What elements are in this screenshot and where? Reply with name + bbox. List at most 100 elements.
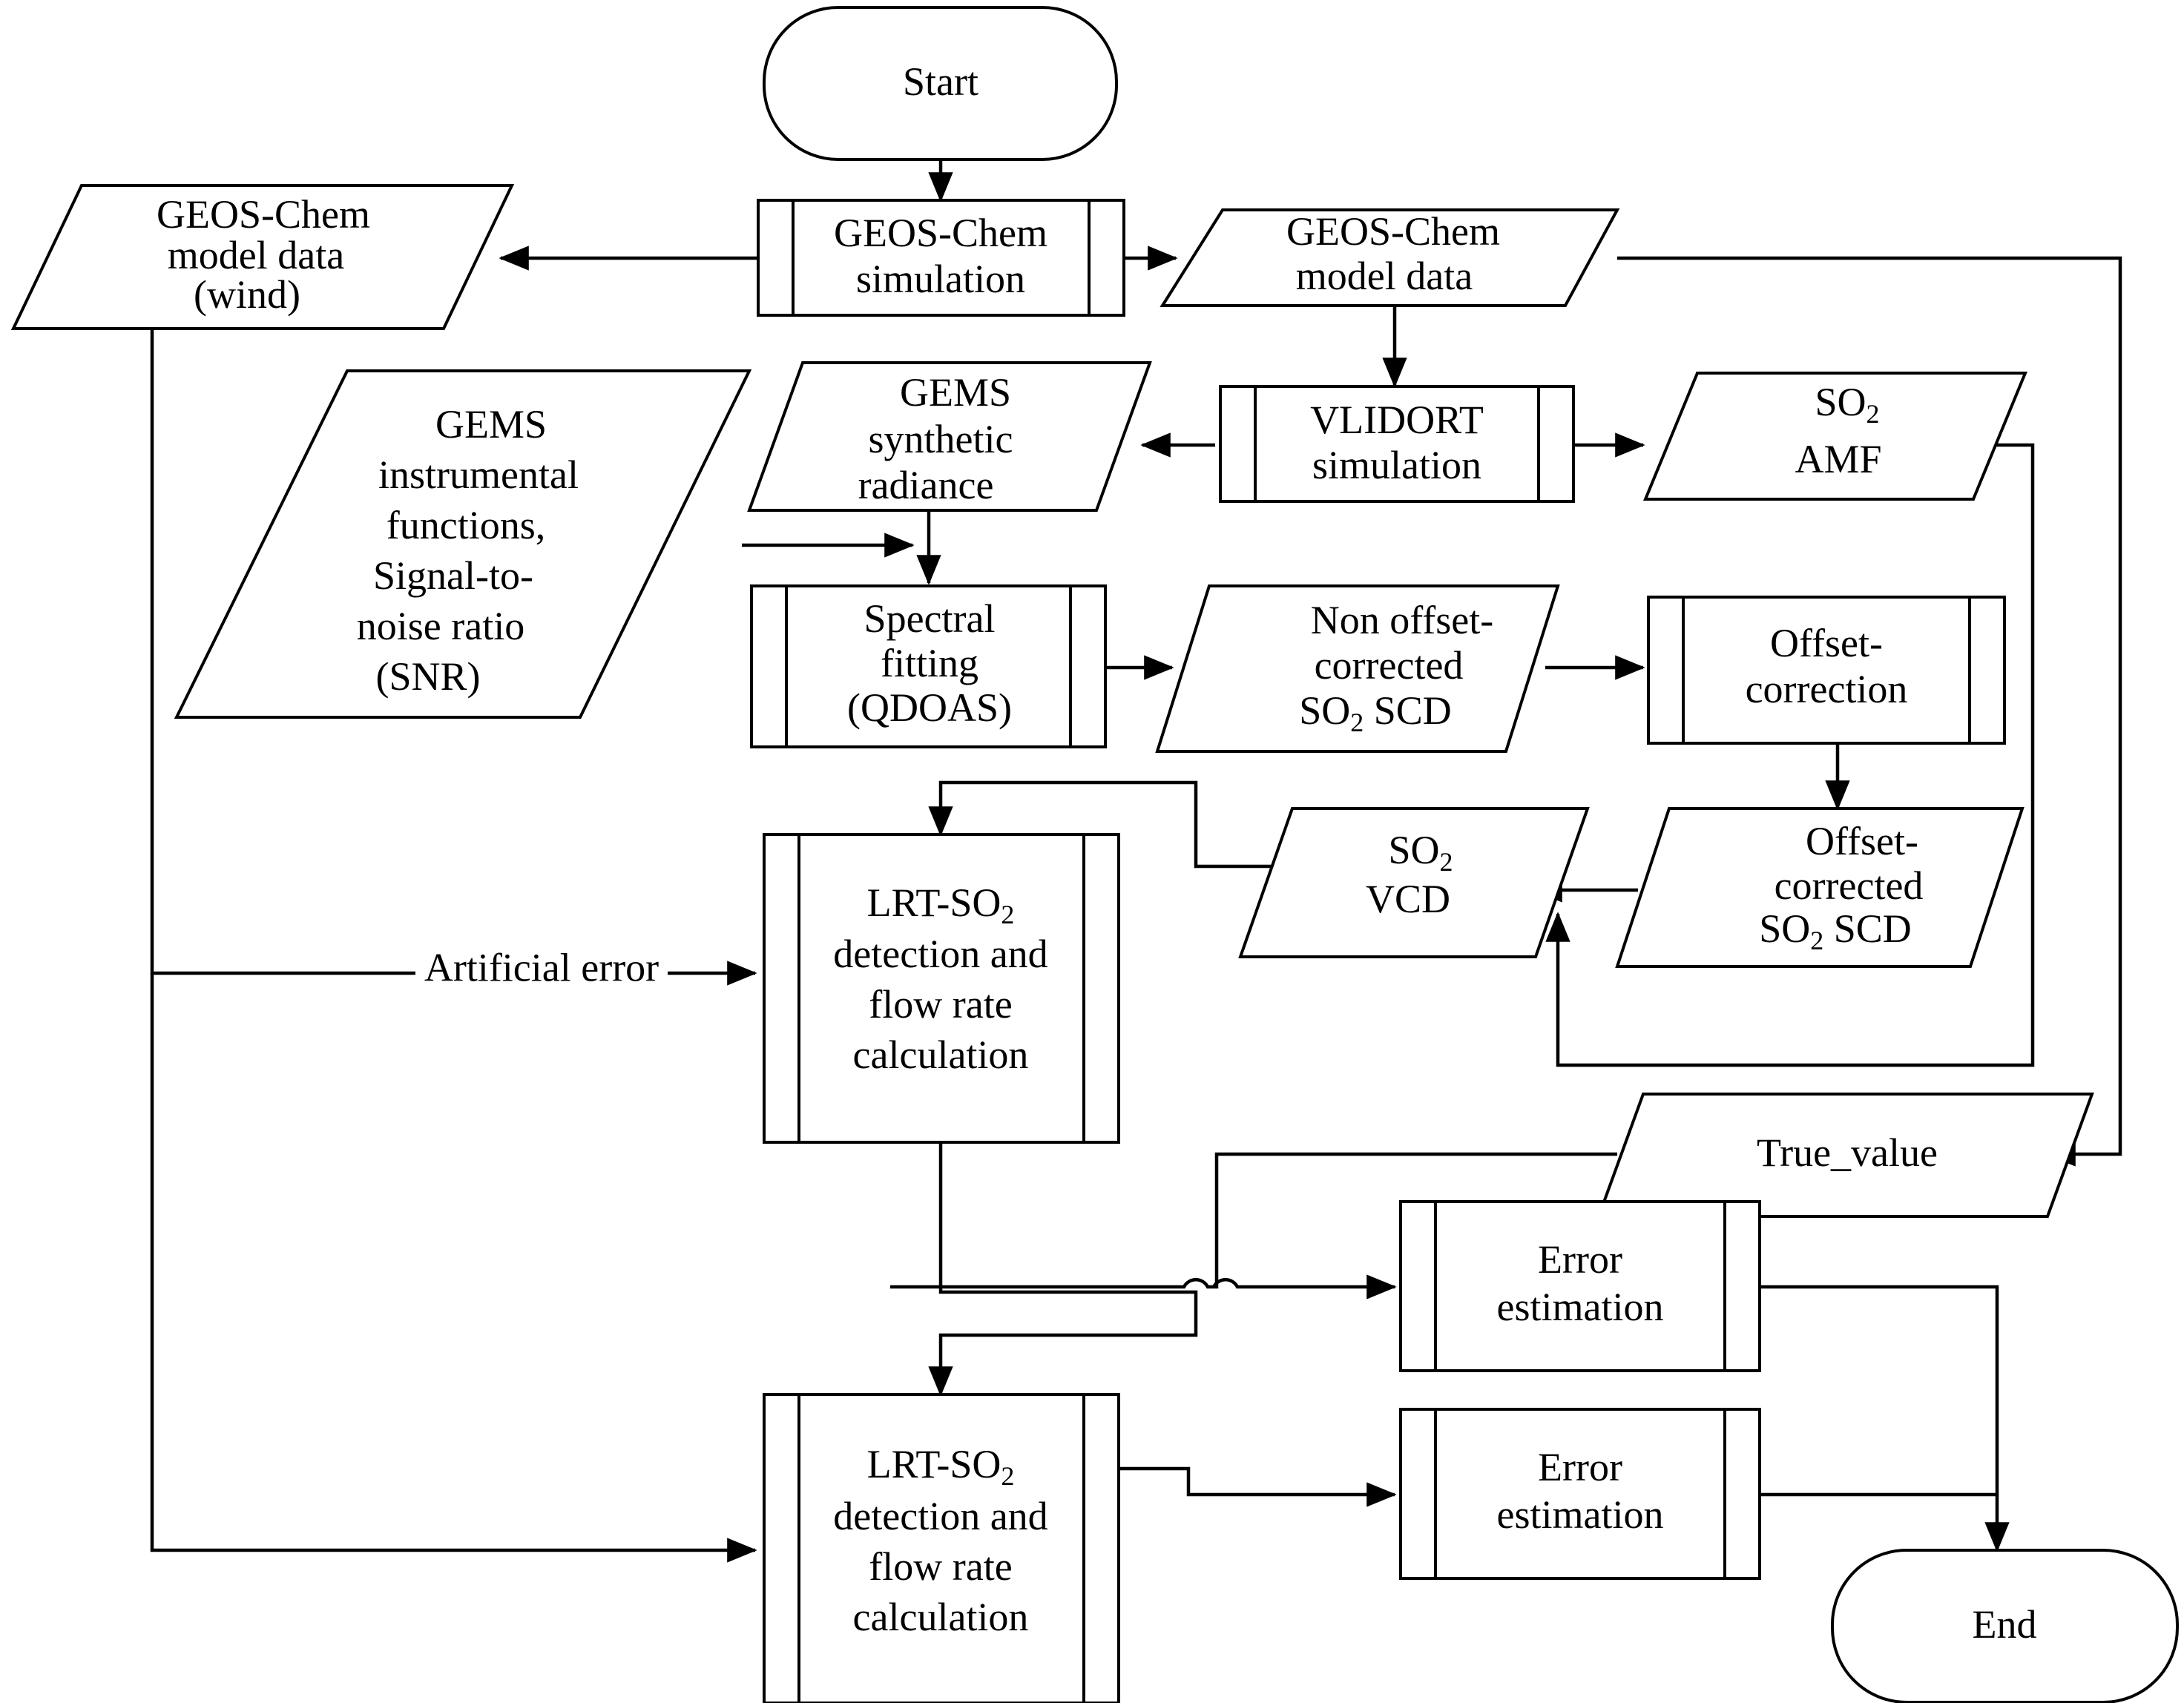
edge-true-value-hop-to-error-top	[1212, 1274, 1397, 1300]
node-error-est-top-label: Error	[1538, 1237, 1622, 1282]
edge-so2-vcd-to-lrt-top	[928, 780, 1332, 869]
node-geos-chem-model-data-wind[interactable]: GEOS-Chem model data (wind)	[10, 184, 515, 330]
node-so2-amf-label2: AMF	[1795, 437, 1881, 481]
node-error-est-bottom-label2: estimation	[1497, 1492, 1664, 1537]
svg-text:fitting: fitting	[881, 641, 978, 685]
node-gems-instr-label4: Signal-to-	[373, 553, 533, 598]
node-lrt-bottom-label4: calculation	[853, 1595, 1029, 1639]
node-so2-amf-label: SO	[1815, 380, 1866, 424]
svg-text:VCD: VCD	[1366, 877, 1450, 921]
svg-text:correction: correction	[1746, 667, 1908, 711]
svg-text:model data: model data	[1296, 254, 1473, 298]
node-lrt-bottom-label3: flow rate	[869, 1544, 1012, 1589]
edge-so2-amf-to-so2-vcd	[1545, 443, 2035, 1067]
svg-text:corrected: corrected	[1774, 863, 1924, 908]
svg-text:SO2 SCD: SO2 SCD	[1759, 906, 1912, 955]
node-gems-instr-label3: functions,	[387, 503, 545, 547]
node-lrt-top-label4: calculation	[853, 1032, 1029, 1077]
node-non-offset-scd-label2: corrected	[1315, 643, 1464, 688]
node-gems-instr-label5: noise ratio	[357, 604, 524, 648]
svg-text:corrected: corrected	[1315, 643, 1464, 688]
node-non-offset-corrected-so2-scd[interactable]: Non offset- corrected SO2 SCD	[1155, 584, 1560, 753]
node-gems-instrumental-functions[interactable]: GEMS instrumental functions, Signal-to- …	[174, 369, 752, 719]
node-non-offset-scd-label: Non offset-	[1311, 598, 1493, 642]
svg-text:SO2: SO2	[1815, 380, 1879, 429]
svg-text:GEOS-Chem: GEOS-Chem	[157, 192, 370, 237]
node-error-est-top-label2: estimation	[1497, 1285, 1664, 1329]
node-gems-radiance-label3: radiance	[858, 463, 994, 507]
svg-text:(wind): (wind)	[194, 272, 300, 317]
svg-text:flow rate: flow rate	[869, 1544, 1012, 1589]
node-lrt-so2-top[interactable]: LRT-SO2 detection and flow rate calculat…	[763, 833, 1120, 1144]
node-non-offset-scd-sub: 2	[1350, 708, 1364, 737]
svg-text:GEMS: GEMS	[900, 370, 1011, 415]
node-so2-amf[interactable]: SO2 AMF	[1643, 372, 2027, 501]
svg-text:GEOS-Chem: GEOS-Chem	[1286, 209, 1500, 254]
svg-text:Offset-: Offset-	[1806, 819, 1918, 863]
node-non-offset-scd-label3b: SCD	[1364, 688, 1452, 733]
node-vlidort-simulation[interactable]: VLIDORT simulation	[1219, 385, 1575, 503]
node-geos-chem-simulation[interactable]: GEOS-Chem simulation	[757, 199, 1125, 317]
node-end-label: End	[1973, 1602, 2037, 1647]
svg-text:LRT-SO2: LRT-SO2	[867, 1442, 1015, 1491]
svg-text:estimation: estimation	[1497, 1492, 1664, 1537]
svg-text:SO2 SCD: SO2 SCD	[1299, 688, 1452, 737]
svg-text:Signal-to-: Signal-to-	[373, 553, 533, 598]
node-offset-corrected-so2-scd[interactable]: Offset- corrected SO2 SCD	[1615, 807, 2025, 968]
edge-geos-model-to-true-value	[1617, 256, 2122, 1167]
node-gems-synthetic-radiance[interactable]: GEMS synthetic radiance	[747, 361, 1152, 512]
svg-text:radiance: radiance	[858, 463, 994, 507]
node-offset-scd-label: Offset-	[1806, 819, 1918, 863]
node-lrt-so2-bottom[interactable]: LRT-SO2 detection and flow rate calculat…	[763, 1393, 1120, 1703]
node-so2-amf-sub: 2	[1866, 399, 1880, 429]
edge-label-artificial-error-text: Artificial error	[424, 945, 659, 989]
svg-text:synthetic: synthetic	[869, 417, 1013, 461]
node-error-estimation-bottom[interactable]: Error estimation	[1399, 1408, 1761, 1580]
node-gems-instr-label2: instrumental	[378, 452, 579, 497]
node-offset-scd-label3: SO	[1759, 906, 1810, 951]
node-so2-vcd-sub: 2	[1440, 847, 1453, 877]
svg-text:End: End	[1973, 1602, 2037, 1647]
node-gems-instr-label: GEMS	[435, 402, 547, 447]
svg-text:simulation: simulation	[856, 257, 1025, 301]
node-gems-radiance-label: GEMS	[900, 370, 1011, 415]
node-spectral-fitting[interactable]: Spectral fitting (QDOAS)	[750, 584, 1107, 748]
node-geos-wind-label2: model data	[168, 233, 344, 277]
node-so2-vcd[interactable]: SO2 VCD	[1238, 807, 1590, 958]
svg-text:Non offset-: Non offset-	[1311, 598, 1493, 642]
node-offset-scd-label2: corrected	[1774, 863, 1924, 908]
node-offset-scd-sub: 2	[1810, 926, 1823, 955]
svg-text:GEMS: GEMS	[435, 402, 547, 447]
node-geos-chem-model-data[interactable]: GEOS-Chem model data	[1160, 208, 1620, 307]
node-true-value[interactable]: True_value	[1596, 1093, 2094, 1218]
svg-text:VLIDORT: VLIDORT	[1310, 398, 1484, 442]
edge-lrt-top-to-lrt-bottom	[928, 1142, 1198, 1397]
node-offset-scd-label3b: SCD	[1823, 906, 1912, 951]
node-error-estimation-top[interactable]: Error estimation	[1399, 1200, 1761, 1372]
svg-text:flow rate: flow rate	[869, 982, 1012, 1027]
node-lrt-bottom-label: LRT-SO	[867, 1442, 1001, 1486]
svg-text:Error: Error	[1538, 1445, 1622, 1489]
node-lrt-bottom-sub: 2	[1001, 1461, 1014, 1491]
edge-error-est-top-to-end	[1760, 1285, 2010, 1552]
node-start[interactable]: Start	[763, 6, 1118, 161]
svg-text:functions,: functions,	[387, 503, 545, 547]
svg-text:Offset-: Offset-	[1770, 621, 1883, 665]
node-offset-correction-label: Offset-	[1770, 621, 1883, 665]
node-non-offset-scd-label3: SO	[1299, 688, 1350, 733]
svg-text:SO2: SO2	[1388, 828, 1453, 877]
node-geos-wind-label: GEOS-Chem	[157, 192, 370, 237]
edges-layer	[150, 159, 2122, 1563]
node-vlidort-label: VLIDORT	[1310, 398, 1484, 442]
svg-text:True_value: True_value	[1757, 1130, 1938, 1175]
svg-text:noise ratio: noise ratio	[357, 604, 524, 648]
node-offset-correction[interactable]: Offset- correction	[1647, 596, 2006, 745]
edge-true-value-to-error-est-top	[890, 1152, 1617, 1289]
node-gems-instr-label6: (SNR)	[375, 654, 480, 699]
node-end[interactable]: End	[1831, 1549, 2179, 1703]
node-error-est-bottom-label: Error	[1538, 1445, 1622, 1489]
node-lrt-bottom-label2: detection and	[833, 1494, 1047, 1538]
node-spectral-fitting-label2: fitting	[881, 641, 978, 685]
